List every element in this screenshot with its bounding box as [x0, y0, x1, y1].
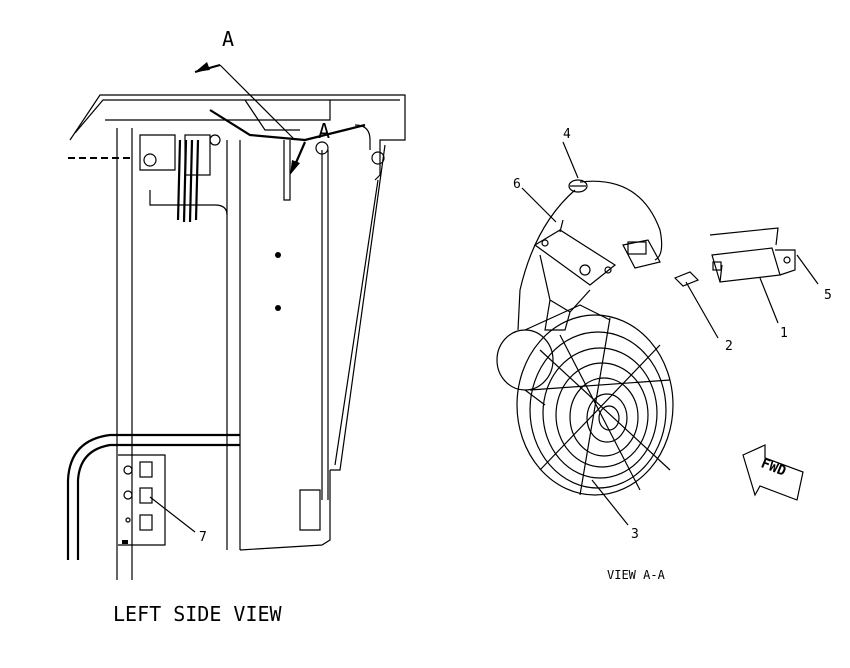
callout-1: 1 [780, 326, 788, 341]
callout-4: 4 [563, 127, 571, 142]
left-side-view: A A 7 LEFT SIDE VIEW [66, 27, 406, 626]
view-a-a-title: VIEW A-A [607, 568, 666, 582]
section-mark-lower: A [318, 119, 330, 143]
fan-assembly [496, 304, 674, 496]
forward-arrow-icon: FWD [742, 444, 804, 501]
view-a-a: 4 6 2 1 5 3 FWD VIEW A-A [496, 127, 832, 582]
left-view-title: LEFT SIDE VIEW [113, 602, 283, 626]
wiring-harness [139, 134, 221, 223]
relay-assembly [709, 227, 796, 283]
callout-7: 7 [199, 530, 207, 545]
fwd-label: FWD [759, 455, 788, 479]
callout-3: 3 [631, 527, 639, 542]
fan-bracket [533, 219, 617, 331]
callout-6: 6 [513, 177, 521, 192]
callout-5: 5 [824, 288, 832, 303]
connector [622, 239, 661, 269]
callout-2: 2 [725, 339, 733, 354]
section-mark-upper: A [222, 27, 234, 51]
